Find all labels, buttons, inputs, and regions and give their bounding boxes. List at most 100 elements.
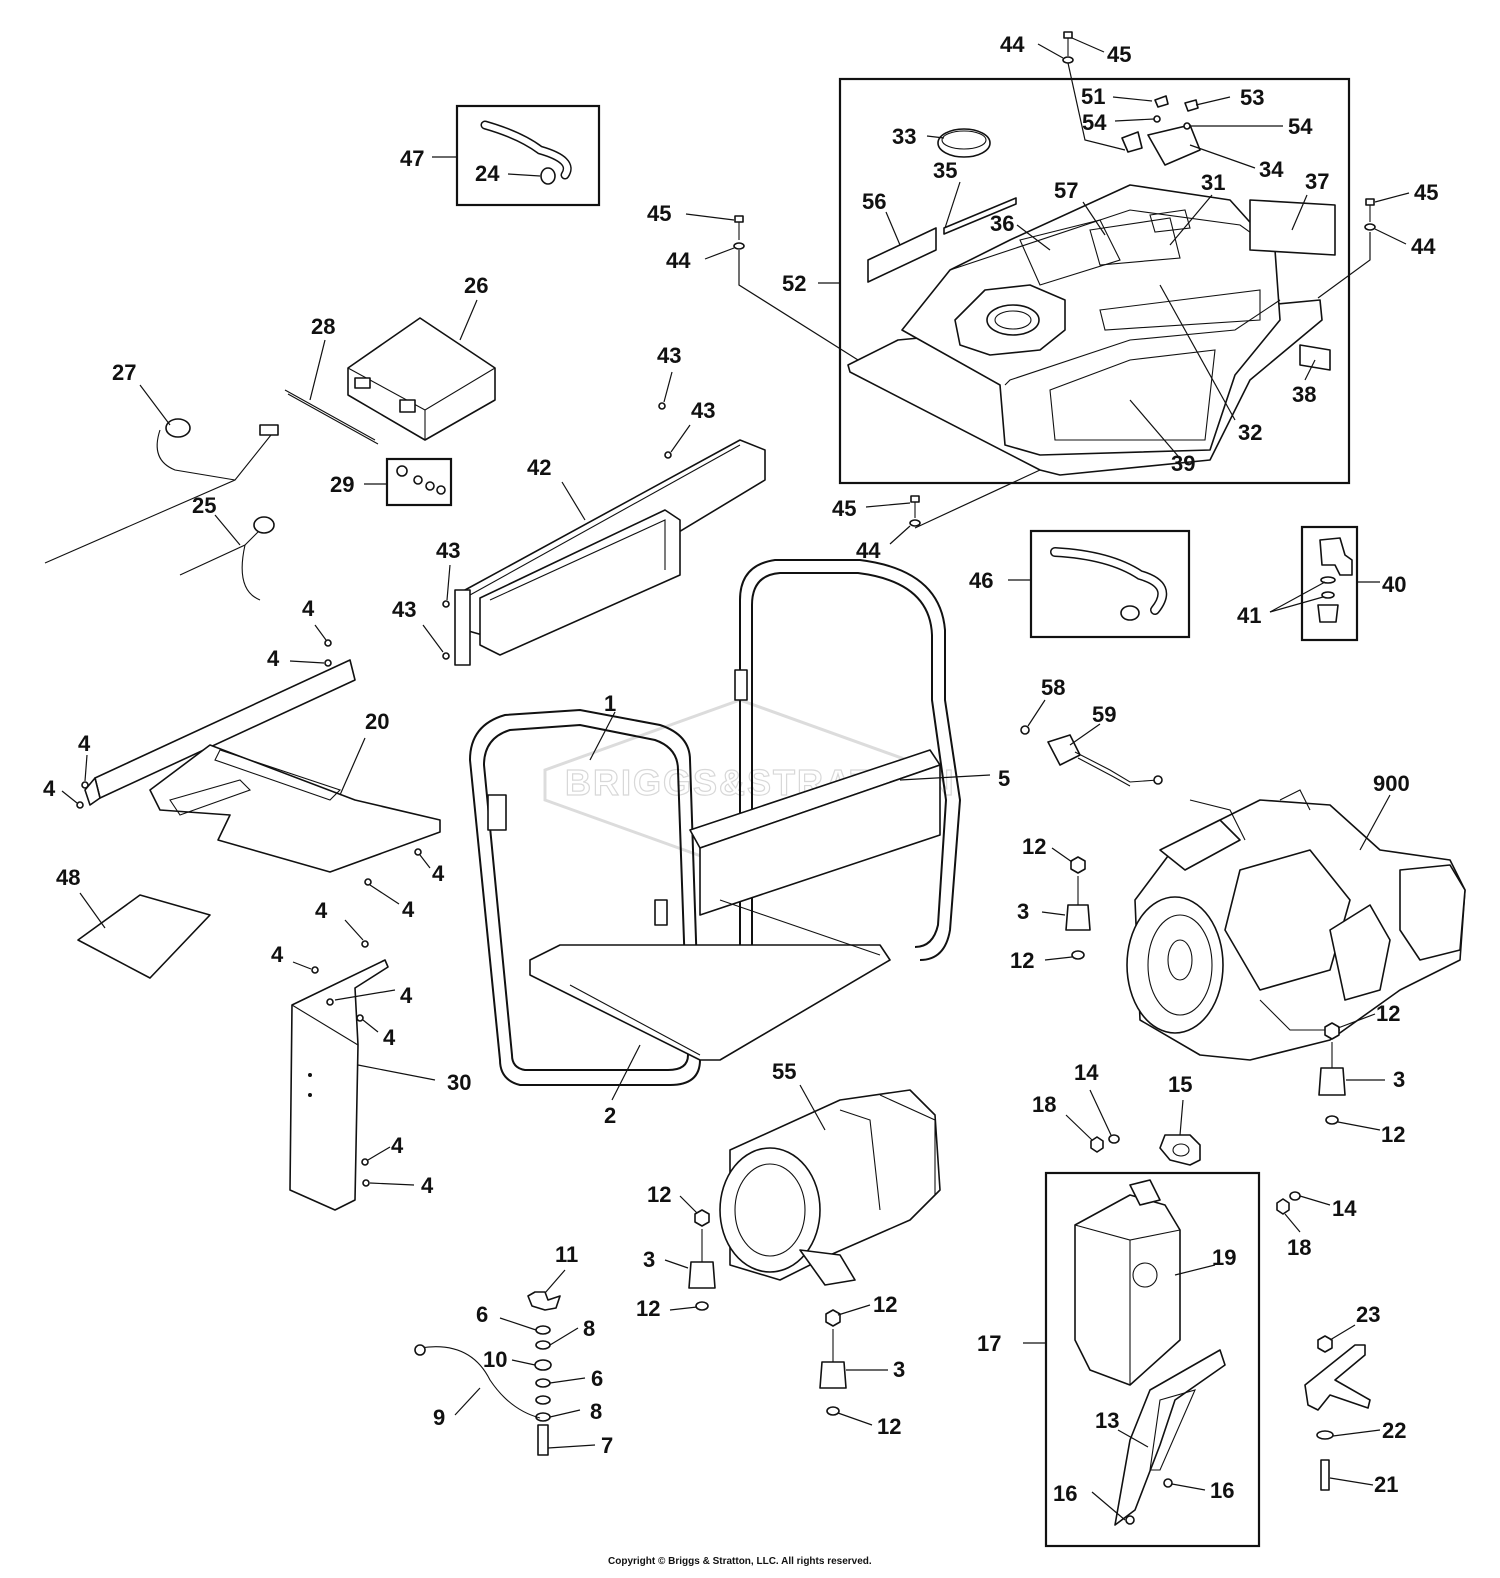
callout-14-b: 14	[1332, 1196, 1357, 1221]
engine-900	[1126, 789, 1466, 1061]
callout-12-e: 12	[647, 1182, 671, 1207]
callout-4-a: 4	[302, 596, 315, 621]
callout-labels: 1 2 3 3 3 3 4 4 4 4 4 4 4 4 4 4 4 4 5 6 …	[43, 32, 1438, 1506]
callout-45-a: 45	[1107, 42, 1131, 67]
callout-4-j: 4	[383, 1025, 396, 1050]
callout-7: 7	[601, 1433, 613, 1458]
callout-37: 37	[1305, 169, 1329, 194]
callout-4-e: 4	[432, 861, 445, 886]
callout-48: 48	[56, 865, 80, 890]
callout-19: 19	[1212, 1245, 1236, 1270]
kit-box-40	[1300, 525, 1359, 642]
callout-5: 5	[998, 766, 1010, 791]
callout-10: 10	[483, 1347, 507, 1372]
callout-59: 59	[1092, 702, 1116, 727]
callout-4-d: 4	[43, 776, 56, 801]
callout-13: 13	[1095, 1408, 1119, 1433]
callout-29: 29	[330, 472, 354, 497]
exhaust-hardware	[1065, 1089, 1331, 1233]
copyright-notice: Copyright © Briggs & Stratton, LLC. All …	[608, 1556, 872, 1567]
callout-11: 11	[555, 1242, 578, 1267]
ground-hardware	[414, 1269, 596, 1456]
alternator-55	[719, 1084, 941, 1286]
callout-4-h: 4	[271, 942, 284, 967]
callout-22: 22	[1382, 1418, 1406, 1443]
callout-58: 58	[1041, 675, 1065, 700]
callout-15: 15	[1168, 1072, 1192, 1097]
callout-18-a: 18	[1032, 1092, 1056, 1117]
callout-12-b: 12	[1010, 948, 1034, 973]
callout-30: 30	[447, 1070, 471, 1095]
frame-1	[468, 559, 991, 1101]
hardware-kit-29	[385, 457, 453, 507]
callout-3-b: 3	[1393, 1067, 1405, 1092]
callout-39: 39	[1171, 451, 1195, 476]
callout-18-b: 18	[1287, 1235, 1311, 1260]
callout-4-f: 4	[402, 897, 415, 922]
callout-3-a: 3	[1017, 899, 1029, 924]
bracket-21-23	[1304, 1324, 1381, 1491]
callout-34: 34	[1259, 157, 1284, 182]
callout-51: 51	[1081, 84, 1105, 109]
callout-21: 21	[1374, 1472, 1398, 1497]
callout-43-c: 43	[436, 538, 460, 563]
bracket-42	[422, 371, 766, 666]
callout-20: 20	[365, 709, 389, 734]
callout-4-b: 4	[267, 646, 280, 671]
callout-16-b: 16	[1210, 1478, 1234, 1503]
callout-2: 2	[604, 1103, 616, 1128]
callout-12-h: 12	[877, 1414, 901, 1439]
callout-12-a: 12	[1022, 834, 1046, 859]
callout-3-d: 3	[893, 1357, 905, 1382]
callout-45-c: 45	[1414, 180, 1438, 205]
callout-38: 38	[1292, 382, 1316, 407]
panel-20	[61, 624, 441, 905]
callout-4-k: 4	[391, 1133, 404, 1158]
callout-45-d: 45	[832, 496, 856, 521]
callout-43-a: 43	[657, 343, 681, 368]
callout-3-c: 3	[643, 1247, 655, 1272]
callout-23: 23	[1356, 1302, 1380, 1327]
muffler-kit-17	[1023, 1171, 1261, 1548]
callout-31: 31	[1201, 170, 1225, 195]
callout-4-c: 4	[78, 731, 91, 756]
callout-12-d: 12	[1381, 1122, 1405, 1147]
callout-44-a: 44	[1000, 32, 1025, 57]
engine-mounts	[1041, 847, 1385, 1131]
callout-43-d: 43	[392, 597, 416, 622]
fuel-tank-assembly-52	[685, 31, 1410, 545]
callout-56: 56	[862, 189, 886, 214]
fuel-valve-kit-40	[1269, 525, 1380, 642]
callout-25: 25	[192, 493, 216, 518]
callout-4-l: 4	[421, 1173, 434, 1198]
callout-52: 52	[782, 271, 806, 296]
hose-kit-47	[432, 104, 601, 207]
callout-53: 53	[1240, 85, 1264, 110]
callout-8-a: 8	[583, 1316, 595, 1341]
callout-35: 35	[933, 158, 957, 183]
callout-1: 1	[604, 691, 616, 716]
callout-55: 55	[772, 1059, 796, 1084]
callout-24: 24	[475, 161, 500, 186]
control-box-group	[44, 299, 496, 601]
callout-6-b: 6	[591, 1366, 603, 1391]
callout-27: 27	[112, 360, 136, 385]
callout-12-c: 12	[1376, 1001, 1400, 1026]
callout-45-b: 45	[647, 201, 671, 226]
wiring-58-59	[1020, 699, 1163, 787]
callout-4-g: 4	[315, 898, 328, 923]
kit-box-52	[838, 77, 1351, 485]
callout-47: 47	[400, 146, 424, 171]
callout-4-i: 4	[400, 983, 413, 1008]
callout-12-f: 12	[636, 1296, 660, 1321]
hose-kit-46	[1008, 529, 1191, 639]
callout-43-b: 43	[691, 398, 715, 423]
callout-44-b: 44	[666, 248, 691, 273]
callout-14-a: 14	[1074, 1060, 1099, 1085]
kit-box-17	[1044, 1171, 1261, 1548]
callout-44-d: 44	[856, 538, 881, 563]
callout-8-b: 8	[590, 1399, 602, 1424]
callout-900: 900	[1373, 771, 1410, 796]
callout-54-a: 54	[1082, 110, 1107, 135]
